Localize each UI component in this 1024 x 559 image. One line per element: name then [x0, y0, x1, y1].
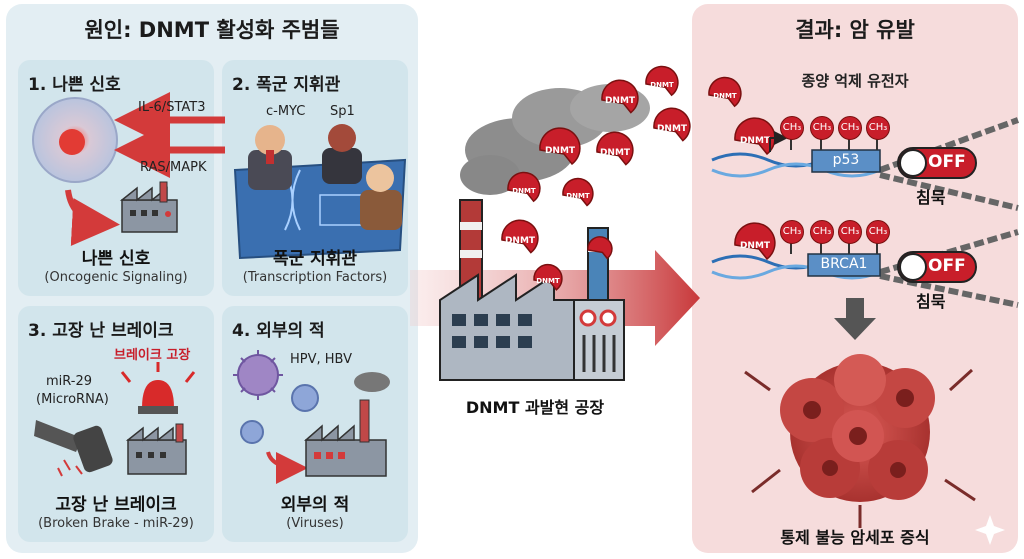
- dnmt-enzyme-icon: DNMT: [601, 79, 639, 114]
- card2-caption: 폭군 지휘관: [272, 249, 358, 269]
- results-heading: 결과: 암 유발: [795, 18, 915, 42]
- result-caption: 통제 불능 암세포 증식: [780, 528, 930, 547]
- dnmt-enzyme-icon: DNMT: [708, 76, 742, 108]
- down-arrow-to-tumor: [834, 298, 876, 340]
- card1-caption: 나쁜 신호: [81, 249, 151, 269]
- dnmt-enzyme-icon: DNMT: [734, 117, 776, 156]
- switch-state-brca1: OFF: [928, 256, 966, 276]
- mirna-label: miR-29: [46, 374, 93, 389]
- dnmt-enzyme-label: DNMT: [740, 241, 771, 251]
- dnmt-enzyme-label: DNMT: [545, 146, 576, 156]
- dnmt-enzyme-label: DNMT: [505, 236, 536, 246]
- cell-to-factory-arrow: [65, 189, 120, 246]
- methyl-p53-tag: CH₃: [810, 116, 834, 140]
- alarm-light-icon: [120, 362, 196, 414]
- card4-title: 4. 외부의 적: [232, 321, 325, 341]
- chain-icon-p53: [878, 117, 1020, 211]
- causes-heading: 원인: DNMT 활성화 주범들: [84, 18, 340, 42]
- methyl-brca1-tag: CH₃: [810, 220, 834, 244]
- virus-label: HPV, HBV: [290, 352, 352, 367]
- card4-caption-en: (Viruses): [286, 516, 344, 531]
- card1-title: 1. 나쁜 신호: [28, 75, 121, 95]
- dnmt-enzyme-label: DNMT: [650, 81, 674, 89]
- dnmt-enzyme-icon: [587, 236, 613, 260]
- dnmt-enzyme-icon: DNMT: [533, 263, 563, 291]
- signal-label-ras: RAS/MAPK: [140, 160, 207, 175]
- small-factory-icon-1: [119, 181, 178, 233]
- tumor-cells-icon: [744, 354, 976, 528]
- dnmt-enzyme-icon: DNMT: [507, 171, 541, 203]
- tyrant-sp1-icon: [322, 124, 362, 184]
- dnmt-enzyme-label: DNMT: [657, 124, 688, 134]
- methyl-p53-stem: [790, 134, 792, 150]
- switch-off-icon-p53: [897, 147, 977, 179]
- tumor-suppressor-heading: 종양 억제 유전자: [801, 72, 909, 90]
- methyl-brca1-stem: [876, 238, 878, 254]
- gene-name-brca1: BRCA1: [820, 256, 868, 272]
- virus-to-factory-arrow: [266, 451, 308, 484]
- methyl-p53-tag: CH₃: [780, 116, 804, 140]
- sparkle-icon: [975, 515, 1005, 545]
- gene-box-p53: [811, 149, 881, 173]
- small-factory-icon-3: [125, 423, 187, 475]
- small-factory-icon-4: [304, 372, 390, 477]
- dnmt-enzyme-label: DNMT: [512, 187, 536, 195]
- dnmt-enzyme-icon: DNMT: [596, 131, 634, 166]
- virus-icon-medium: [291, 384, 319, 412]
- gene-name-p53: p53: [832, 152, 860, 168]
- switch-state-p53: OFF: [928, 152, 966, 172]
- dnmt-enzyme-icon: DNMT: [562, 177, 594, 207]
- virus-icon-large: [233, 350, 283, 400]
- methyl-brca1-tag: CH₃: [866, 220, 890, 244]
- dnmt-factory-icon: [439, 199, 625, 381]
- cancer-cell-icon: [32, 97, 118, 183]
- card2-title: 2. 폭군 지휘관: [232, 75, 341, 95]
- methyl-p53-stem: [848, 134, 850, 150]
- dnmt-enzyme-icon: DNMT: [734, 222, 776, 261]
- dnmt-enzyme-label: DNMT: [605, 96, 636, 106]
- dnmt-enzyme-label: DNMT: [566, 192, 590, 200]
- switch-off-icon-brca1: [897, 251, 977, 283]
- dnmt-enzyme-label: DNMT: [713, 92, 737, 100]
- silenced-label-p53: 침묵: [916, 188, 946, 207]
- methyl-p53-stem: [876, 134, 878, 150]
- methyl-p53-stem: [820, 134, 822, 150]
- actor-label-cmyc: c-MYC: [266, 104, 306, 119]
- factory-label: DNMT 과발현 공장: [465, 398, 605, 417]
- dnmt-enzyme-label: DNMT: [536, 277, 560, 285]
- methyl-brca1-stem: [820, 238, 822, 254]
- card2-caption-en: (Transcription Factors): [242, 270, 388, 285]
- methyl-brca1-stem: [848, 238, 850, 254]
- tyrant-elder-icon: [360, 164, 402, 230]
- dnmt-enzyme-label: DNMT: [740, 136, 771, 146]
- dnmt-enzyme-label: DNMT: [600, 148, 631, 158]
- actor-label-sp1: Sp1: [330, 104, 355, 119]
- brake-failure-alert: 브레이크 고장: [114, 348, 191, 363]
- broken-brake-pedal-icon: [34, 420, 113, 477]
- mirna-label-en: (MicroRNA): [36, 392, 109, 407]
- card3-caption-en: (Broken Brake - miR-29): [38, 516, 194, 531]
- signal-label-il6: IL-6/STAT3: [138, 100, 206, 115]
- smoke-cloud-icon: [460, 84, 650, 195]
- dnmt-enzyme-icon: DNMT: [501, 219, 539, 254]
- dnmt-enzyme-icon: DNMT: [645, 65, 679, 97]
- tyrant-cmyc-icon: [248, 125, 292, 190]
- dnmt-enzyme-icon: DNMT: [653, 107, 691, 142]
- silenced-label-brca1: 침묵: [916, 292, 946, 311]
- virus-icon-small: [240, 420, 264, 444]
- methyl-p53-tag: CH₃: [838, 116, 862, 140]
- gene-box-brca1: [807, 253, 881, 277]
- dnmt-enzyme-icon: DNMT: [539, 127, 581, 166]
- card3-title: 3. 고장 난 브레이크: [28, 321, 174, 341]
- card3-caption: 고장 난 브레이크: [55, 495, 177, 515]
- methyl-brca1-tag: CH₃: [838, 220, 862, 244]
- methyl-p53-tag: CH₃: [866, 116, 890, 140]
- methyl-brca1-tag: CH₃: [780, 220, 804, 244]
- card1-caption-en: (Oncogenic Signaling): [44, 270, 188, 285]
- methyl-brca1-stem: [790, 238, 792, 254]
- card4-caption: 외부의 적: [280, 495, 350, 515]
